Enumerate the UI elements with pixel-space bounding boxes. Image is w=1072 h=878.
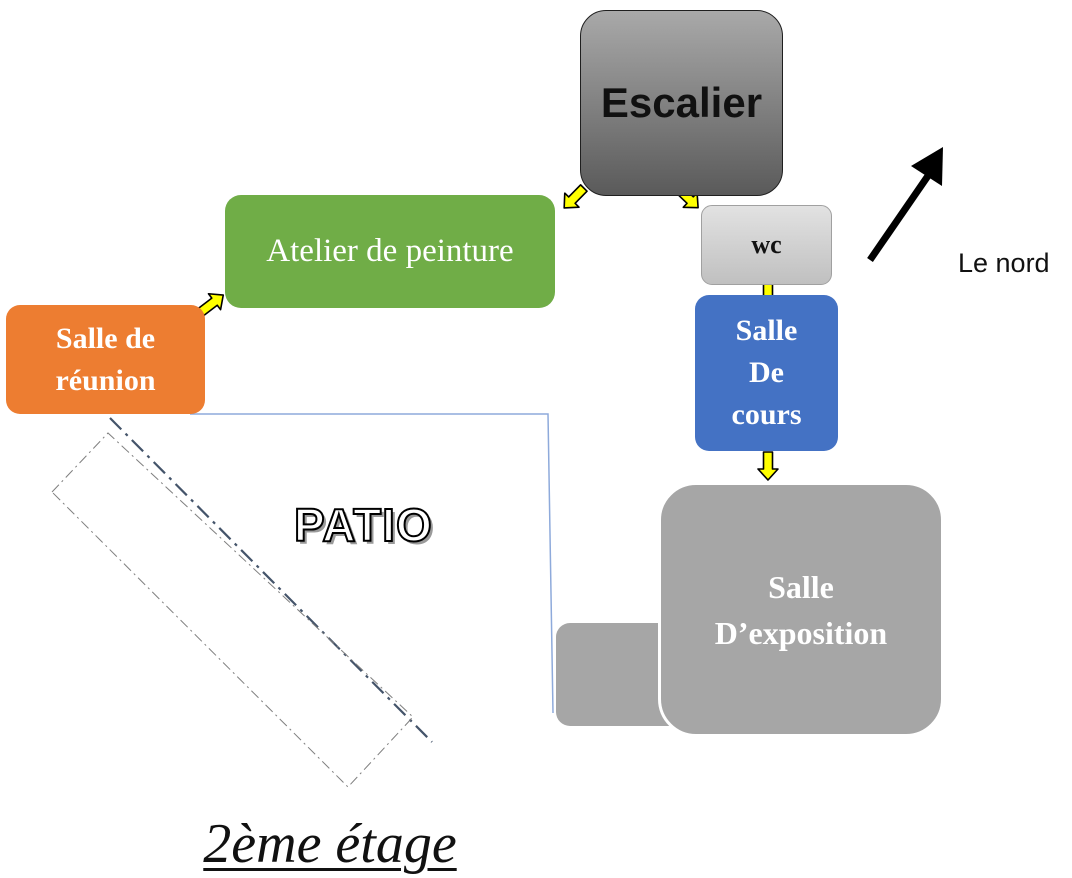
north-arrow <box>867 147 943 262</box>
room-atelier-de-peinture: Atelier de peinture <box>225 195 555 308</box>
arrow-escalier-to-atelier <box>563 184 588 209</box>
room-salle-de-cours: Salle De cours <box>695 295 838 451</box>
room-cours-label: Salle De cours <box>731 314 802 431</box>
floor-title: 2ème étage <box>203 813 457 875</box>
patio-outline <box>190 413 554 714</box>
room-exposition-label: Salle D’exposition <box>714 568 888 651</box>
arrow-cours-to-exposition <box>757 451 779 481</box>
north-label: Le nord <box>958 248 1050 278</box>
room-wc-label: wc <box>751 230 782 259</box>
room-atelier-label: Atelier de peinture <box>266 233 514 269</box>
room-escalier-label: Escalier <box>600 79 763 126</box>
room-reunion-label: Salle de réunion <box>55 321 156 397</box>
room-wc: wc <box>701 205 832 285</box>
patio-label: PATIO <box>293 498 433 552</box>
room-salle-d-exposition: Salle D’exposition <box>658 482 944 737</box>
patio-frame <box>51 432 414 788</box>
room-escalier: Escalier <box>580 10 783 196</box>
axis-line <box>109 417 433 743</box>
room-salle-de-reunion: Salle de réunion <box>6 305 205 414</box>
